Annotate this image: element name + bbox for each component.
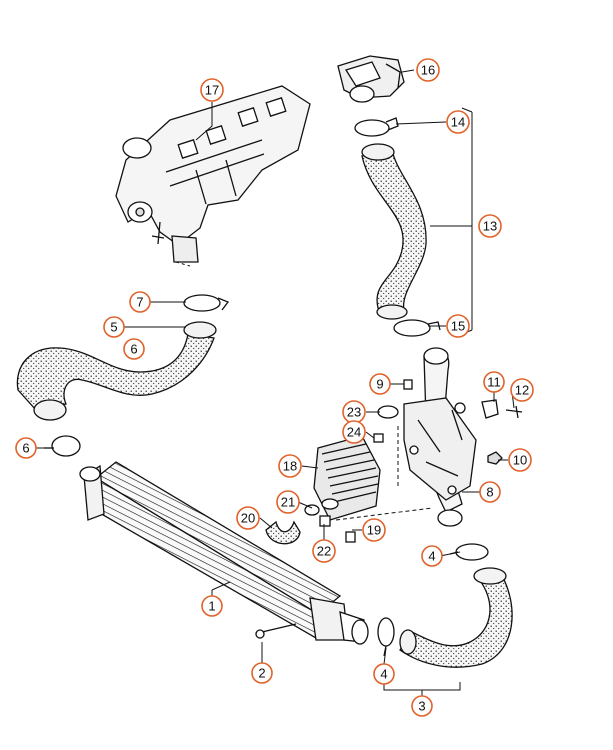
callout-1: 1 [201,595,223,617]
callout-19: 19 [362,518,386,542]
svg-text:9: 9 [376,377,383,392]
svg-text:21: 21 [281,495,295,510]
svg-text:18: 18 [283,459,297,474]
svg-text:11: 11 [487,375,501,390]
bolt-12 [505,405,523,419]
callout-23: 23 [342,400,366,424]
leader-lines [36,69,515,696]
charge-air-hose-right [399,567,513,668]
nut-24 [373,433,384,443]
hose-clamp-7 [183,294,230,312]
svg-text:8: 8 [486,485,493,500]
callout-6-mid: 6 [123,338,145,360]
svg-text:24: 24 [347,425,361,440]
hose-clamp-4-lower [377,617,395,657]
grommet-23 [377,405,399,419]
svg-text:15: 15 [451,319,465,334]
callout-15: 15 [446,314,470,338]
svg-text:10: 10 [513,453,527,468]
callout-5: 5 [103,316,125,338]
hose-clamp-15 [393,319,441,337]
svg-text:1: 1 [208,599,215,614]
svg-text:4: 4 [380,667,387,682]
svg-text:19: 19 [367,523,381,538]
svg-text:3: 3 [418,699,425,714]
svg-text:6: 6 [22,441,29,456]
svg-text:23: 23 [347,405,361,420]
callout-13: 13 [478,214,502,238]
intercooler [79,461,369,645]
callout-18: 18 [278,454,302,478]
callout-12: 12 [510,378,534,402]
svg-text:4: 4 [428,549,435,564]
callout-11: 11 [483,371,505,393]
callout-22: 22 [312,539,336,563]
callout-14: 14 [446,110,470,134]
callout-24: 24 [342,420,366,444]
bracket-11 [481,399,499,419]
charge-air-pipe-bracket [403,347,477,527]
callout-4-right: 4 [421,545,443,567]
svg-text:6: 6 [130,342,137,357]
callout-10: 10 [508,448,532,472]
hose-clamp-14 [354,117,399,137]
callout-4-bottom: 4 [373,663,395,685]
callout-9: 9 [369,373,391,395]
small-fasteners [373,379,523,465]
callout-17: 17 [200,78,224,102]
svg-text:12: 12 [515,383,529,398]
resonator-18 [313,435,381,521]
callout-6-left: 6 [15,437,37,459]
hose-clamp-4-upper [449,543,489,561]
callout-16: 16 [416,58,440,82]
svg-text:22: 22 [317,544,331,559]
svg-text:20: 20 [241,511,255,526]
charge-air-hose-upper [361,143,427,320]
callout-20: 20 [236,506,260,530]
fastener-9 [403,379,413,390]
throttle-body [337,55,405,103]
hose-clamp-6-left [44,435,81,457]
callout-8: 8 [479,481,501,503]
turbocharger-manifold [115,85,311,267]
callout-7: 7 [129,291,151,313]
callout-2: 2 [251,662,273,684]
callout-21: 21 [276,490,300,514]
small-hose-assembly [265,426,433,545]
svg-text:5: 5 [110,320,117,335]
svg-text:7: 7 [136,295,143,310]
svg-text:14: 14 [451,115,465,130]
svg-text:17: 17 [205,83,219,98]
screw-2 [255,623,297,639]
svg-text:13: 13 [483,219,497,234]
charge-air-hose-left [16,321,217,421]
nut-10 [487,451,503,465]
callout-3: 3 [411,695,433,717]
svg-text:16: 16 [421,63,435,78]
svg-text:2: 2 [258,666,265,681]
